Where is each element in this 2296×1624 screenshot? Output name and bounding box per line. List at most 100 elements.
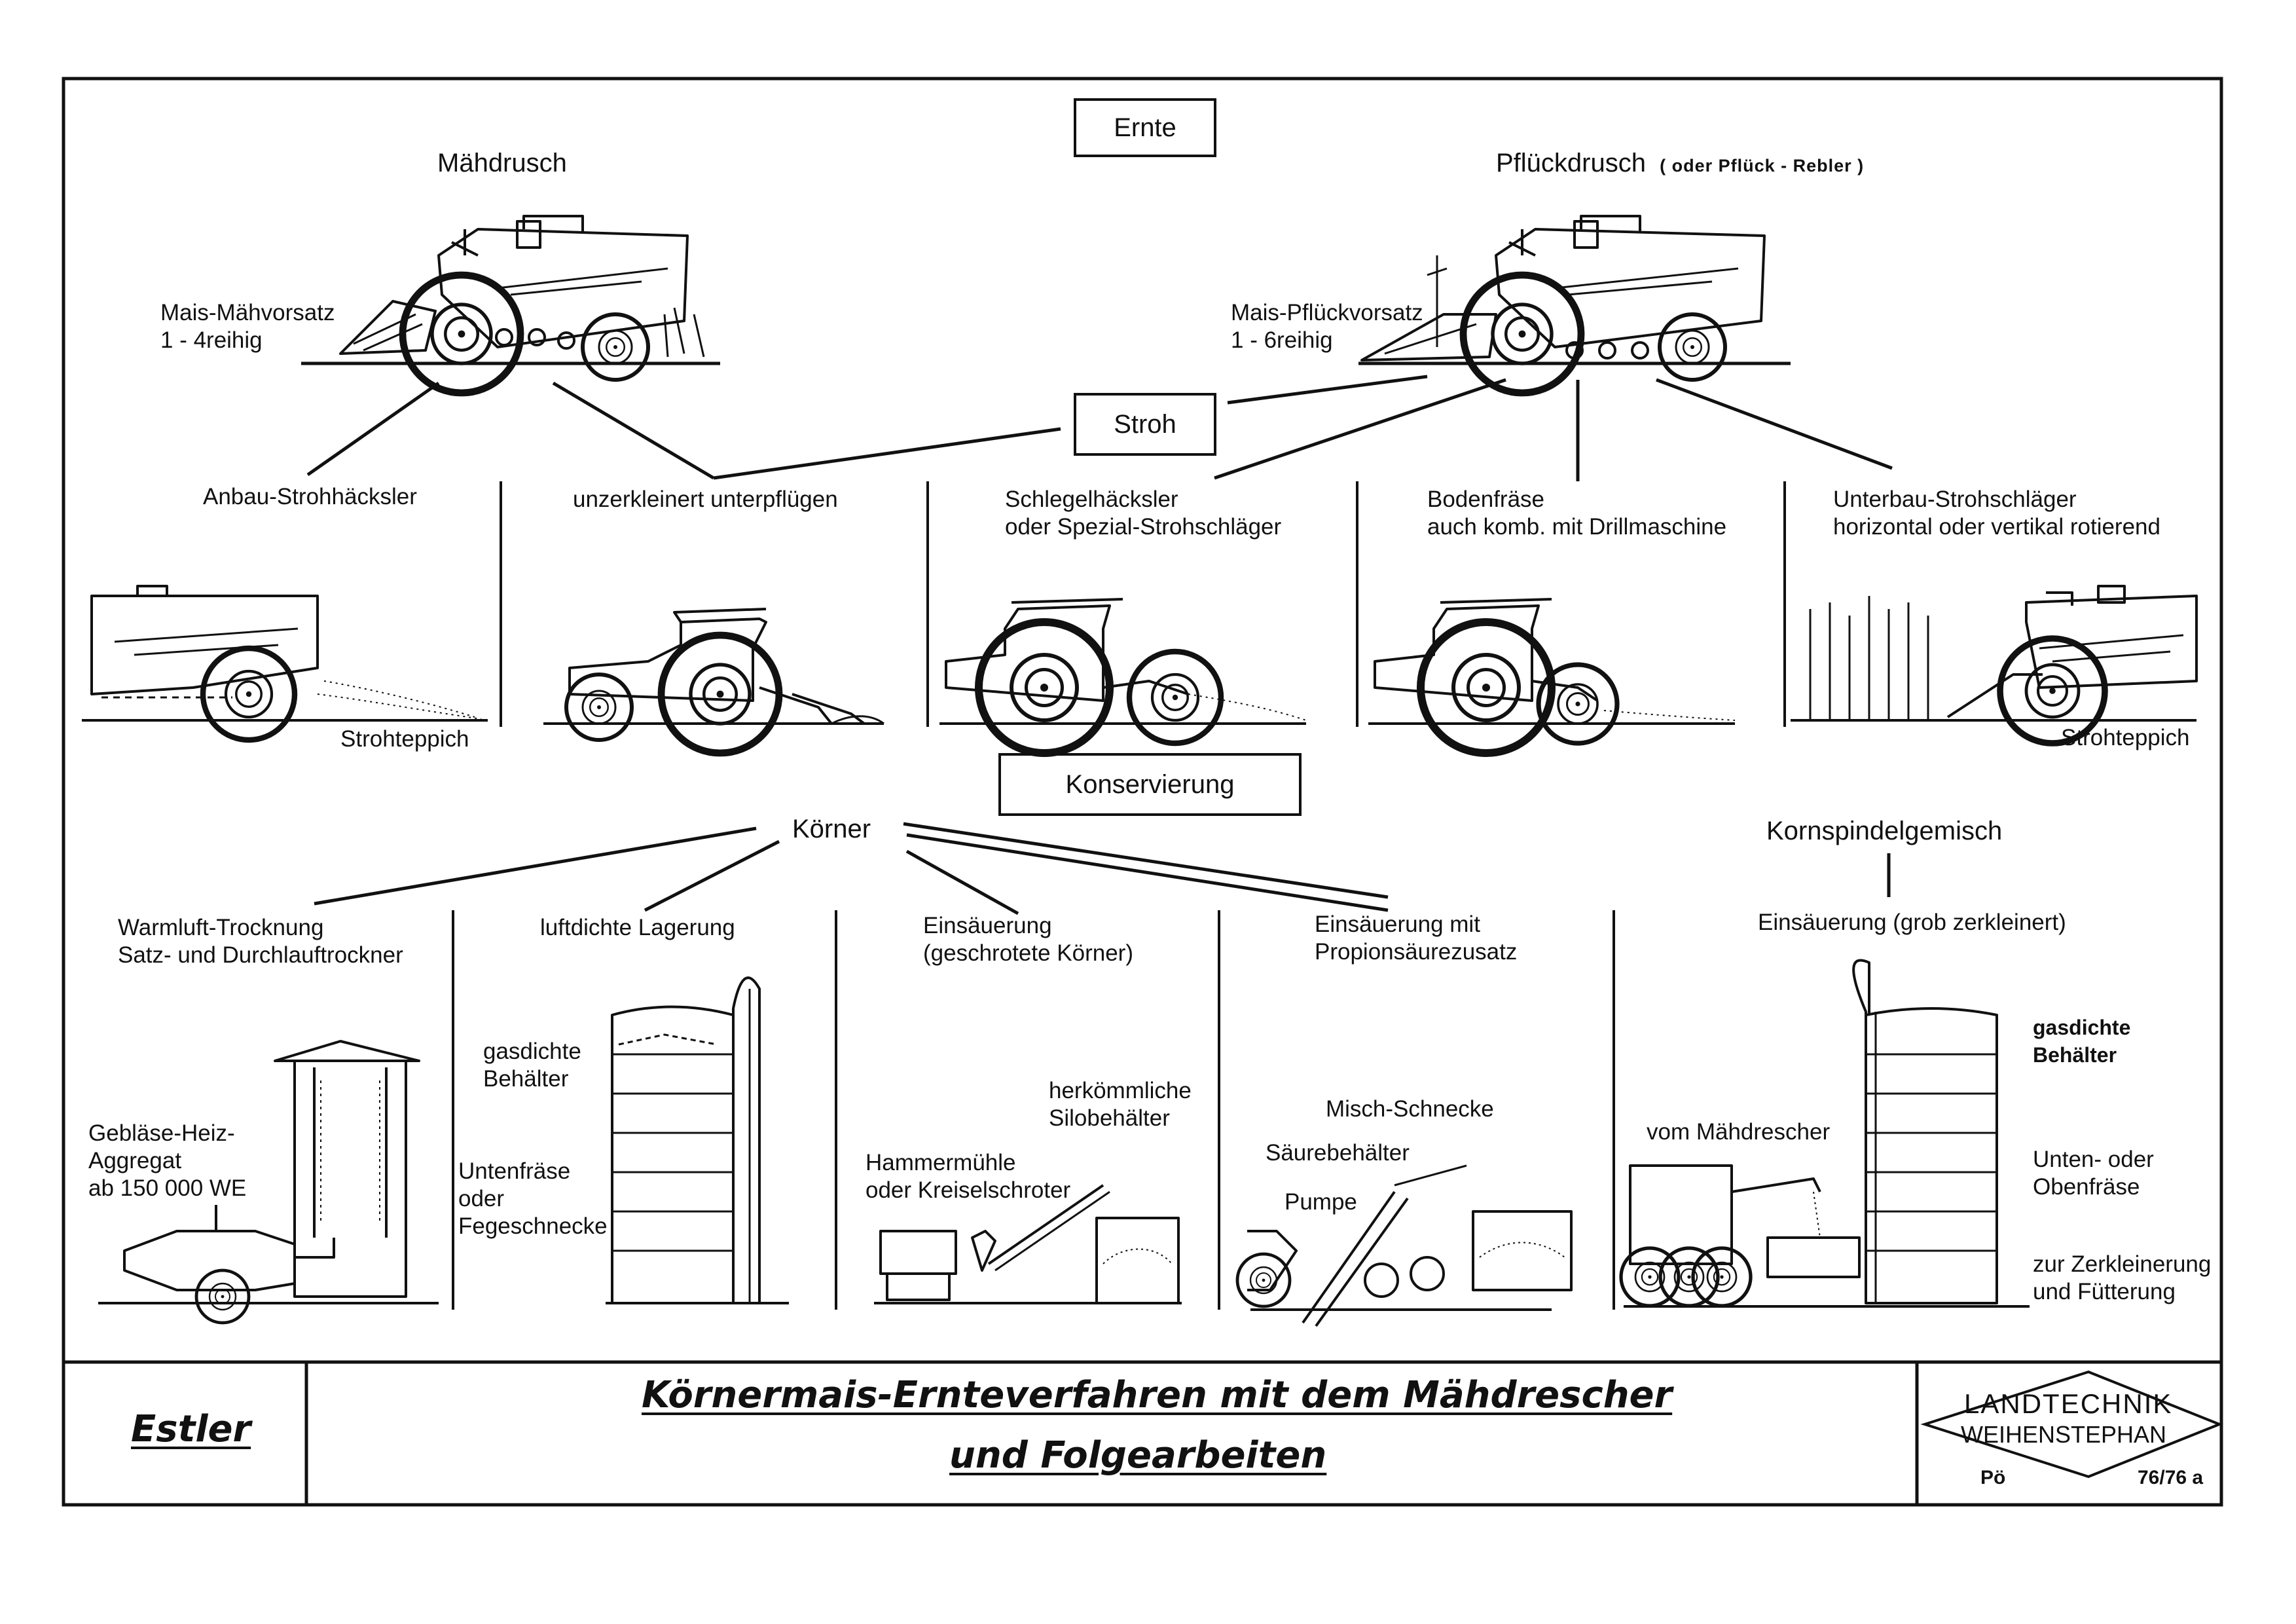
method-luftdicht: luftdichte Lagerung: [540, 914, 735, 942]
method-einsaeuerung: Einsäuerung (geschrotete Körner): [923, 912, 1133, 967]
note-line: gasdichte: [483, 1039, 581, 1064]
connector-line: [644, 840, 780, 912]
straw-option-2: unzerkleinert unterpflügen: [573, 486, 838, 513]
connector-line: [713, 427, 1061, 480]
pflueckvorsatz-line: Mais-Pflückvorsatz: [1231, 300, 1423, 325]
note-hammermuehle: Hammermühle oder Kreiselschroter: [866, 1149, 1070, 1204]
kornspindelgemisch-label: Kornspindelgemisch: [1766, 817, 2003, 845]
connector-line: [903, 822, 1389, 899]
method-line: Satz- und Durchlauftrockner: [118, 942, 403, 968]
note-line: Gebläse-Heiz-: [88, 1120, 235, 1146]
ernte-box: Ernte: [1074, 98, 1216, 157]
connector-line: [306, 381, 440, 477]
note-line: oder: [458, 1186, 505, 1211]
straw-option-3: Schlegelhäcksler oder Spezial-Strohschlä…: [1005, 486, 1281, 541]
note-line: Aggregat: [88, 1148, 182, 1173]
note-line: Untenfräse: [458, 1158, 571, 1184]
note-line: zur Zerkleinerung: [2033, 1251, 2212, 1277]
note-line: Hammermühle: [866, 1150, 1016, 1175]
method-line: Einsäuerung (grob zerkleinert): [1758, 910, 2066, 935]
pflueckvorsatz-label: Mais-Pflückvorsatz 1 - 6reihig: [1231, 299, 1423, 354]
connector-line: [552, 381, 715, 480]
straw-chopper-illustration: [82, 585, 488, 720]
note-line: Behälter: [483, 1066, 569, 1092]
connector-line: [1214, 378, 1506, 480]
airtight-silo-illustration: [606, 976, 789, 1304]
connector-line: [906, 833, 1389, 912]
note-geblaese: Gebläse-Heiz- Aggregat ab 150 000 WE: [88, 1120, 246, 1202]
combine-harvester-illustration: [301, 215, 720, 363]
underbody-chopper-illustration: [1791, 585, 2198, 720]
note-line: ab 150 000 WE: [88, 1175, 247, 1201]
pflueckdrusch-label: Pflückdrusch ( oder Pflück - Rebler ): [1496, 147, 1864, 181]
pflueckvorsatz-line: 1 - 6reihig: [1231, 327, 1333, 353]
note-pumpe: Pumpe: [1285, 1189, 1357, 1215]
maehvorsatz-line: Mais-Mähvorsatz: [160, 300, 335, 325]
outer-frame: [62, 77, 2223, 1507]
pflueckdrusch-text: Pflückdrusch: [1496, 149, 1646, 177]
straw-option-line: unzerkleinert unterpflügen: [573, 487, 838, 512]
straw-option-line: Bodenfräse: [1427, 487, 1545, 512]
note-line: Unten- oder: [2033, 1147, 2154, 1172]
straw-option-line: Unterbau-Strohschläger: [1833, 487, 2077, 512]
note-line: Silobehälter: [1049, 1105, 1170, 1131]
straw-option-line: horizontal oder vertikal rotierend: [1833, 514, 2160, 540]
note-gasdicht-bold: gasdichte Behälter: [2033, 1014, 2130, 1069]
note-silobehaelter: herkömmliche Silobehälter: [1049, 1077, 1192, 1132]
connector-line: [905, 849, 1019, 915]
note-line: und Fütterung: [2033, 1279, 2176, 1304]
note-zerkleinerung: zur Zerkleinerung und Fütterung: [2033, 1251, 2211, 1306]
ernte-label: Ernte: [1114, 113, 1176, 142]
method-line: Warmluft-Trocknung: [118, 915, 324, 940]
straw-option-line: oder Spezial-Strohschläger: [1005, 514, 1282, 540]
straw-option-5: Unterbau-Strohschläger horizontal oder v…: [1833, 486, 2160, 541]
method-grob: Einsäuerung (grob zerkleinert): [1758, 909, 2066, 936]
mix-silo-illustration: [1624, 959, 2030, 1306]
straw-option-4: Bodenfräse auch komb. mit Drillmaschine: [1427, 486, 1726, 541]
logo-weihenstephan: WEIHENSTEPHAN: [1961, 1421, 2167, 1448]
koerner-label: Körner: [792, 815, 871, 843]
tractor-rotary-illustration: [1368, 599, 1736, 724]
konservierung-box: Konservierung: [998, 753, 1302, 816]
note-unten-oben: Unten- oder Obenfräse: [2033, 1146, 2154, 1201]
note-gasdicht: gasdichte Behälter: [483, 1038, 581, 1093]
straw-option-1: Anbau-Strohhäcksler: [203, 483, 417, 511]
stroh-label: Stroh: [1114, 409, 1176, 439]
connector-line: [1227, 375, 1428, 405]
method-line: Einsäuerung mit: [1315, 912, 1480, 937]
method-line: (geschrotete Körner): [923, 940, 1133, 966]
note-misch: Misch-Schnecke: [1326, 1096, 1494, 1122]
connector-line: [1656, 378, 1893, 470]
method-warmluft: Warmluft-Trocknung Satz- und Durchlauftr…: [118, 914, 403, 969]
drawing-title-line2: und Folgearbeiten: [949, 1434, 1327, 1477]
straw-option-line: Schlegelhäcksler: [1005, 487, 1178, 512]
method-line: Einsäuerung: [923, 913, 1052, 938]
method-line: Propionsäurezusatz: [1315, 939, 1518, 965]
note-line: Behälter: [2033, 1043, 2117, 1067]
note-line: gasdichte: [2033, 1016, 2131, 1039]
tractor-flail-illustration: [939, 599, 1307, 724]
straw-option-line: Anbau-Strohhäcksler: [203, 484, 417, 509]
logo-emblem: [1920, 1370, 2223, 1479]
hammer-mill-illustration: [874, 1184, 1182, 1304]
straw-option-line: auch komb. mit Drillmaschine: [1427, 514, 1727, 540]
tractor-plough-illustration: [543, 609, 884, 724]
note-vom-maehdrescher: vom Mähdrescher: [1647, 1119, 1831, 1145]
code-right: 76/76 a: [2138, 1467, 2204, 1488]
warmluft-dryer-illustration: [98, 1040, 439, 1310]
maehvorsatz-line: 1 - 4reihig: [160, 327, 263, 353]
maehdrusch-label: Mähdrusch: [437, 149, 567, 177]
connector-line: [314, 826, 757, 906]
code-left: Pö: [1980, 1467, 2006, 1488]
konservierung-label: Konservierung: [1065, 769, 1235, 799]
note-line: Obenfräse: [2033, 1174, 2140, 1200]
drawing-title-line1: Körnermais-Ernteverfahren mit dem Mähdre…: [642, 1374, 1673, 1416]
propionic-acid-illustration: [1247, 1164, 1573, 1327]
note-saeure: Säurebehälter: [1266, 1140, 1410, 1166]
logo-landtechnik: LANDTECHNIK: [1964, 1388, 2173, 1419]
method-line: luftdichte Lagerung: [540, 915, 735, 940]
note-untenfraese: Untenfräse oder Fegeschnecke: [458, 1158, 608, 1240]
